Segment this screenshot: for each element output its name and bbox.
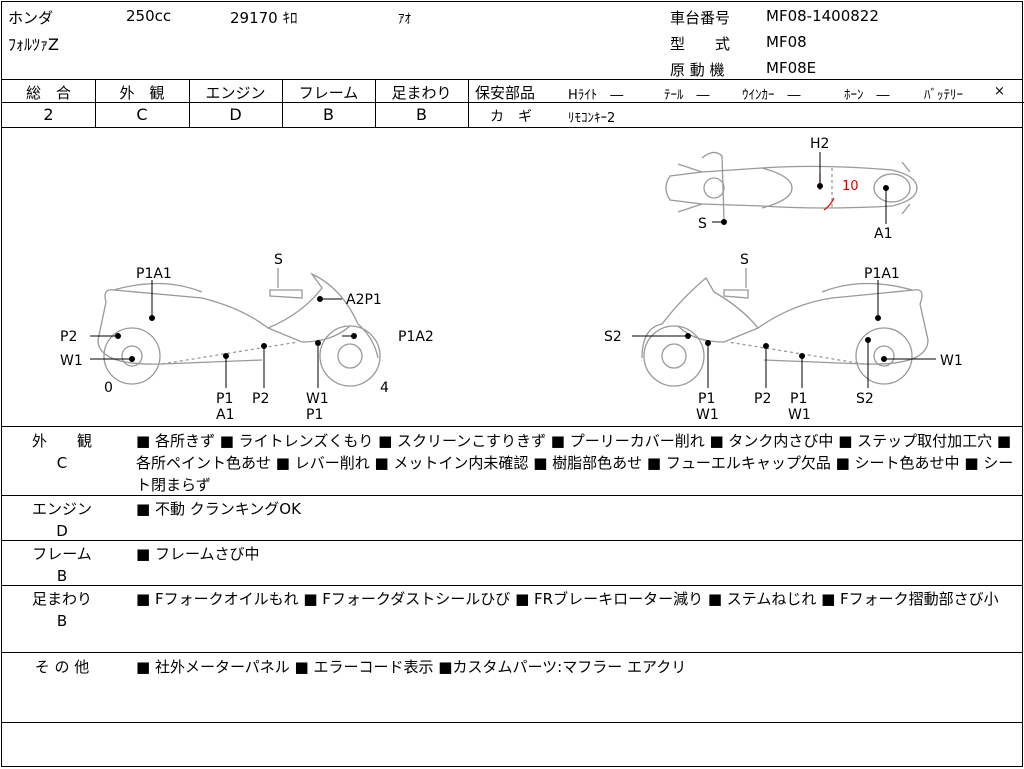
suspension-grade-label: 足まわり	[391, 84, 452, 102]
label-w1-left-bottom: W1	[306, 391, 329, 407]
frame-grade-label: フレーム	[298, 84, 359, 102]
overall-grade-label: 総 合	[25, 84, 71, 102]
suspension-grade-value: B	[416, 105, 427, 124]
safety-headlight: Hﾗｲﾄ ―	[568, 88, 624, 103]
top-view-scooter	[665, 151, 918, 221]
frame-grade-value: B	[323, 105, 334, 124]
label-a1-left-bottom: A1	[216, 407, 234, 423]
label-w1-right-a: W1	[696, 407, 719, 423]
label-s-top: S	[698, 216, 707, 232]
label-p1-left-bottom: P1	[216, 391, 233, 407]
remark-engine-label: エンジン	[31, 500, 92, 518]
label-a2p1-left: A2P1	[346, 292, 382, 308]
label-p2-left-bottom: P2	[252, 391, 269, 407]
remark-frame-label: フレーム	[32, 545, 92, 563]
engine-model-label: 原 動 機	[670, 61, 725, 79]
damage-mark-number: 10	[842, 179, 859, 194]
label-s2-right: S2	[604, 329, 622, 345]
divider	[2, 79, 1022, 80]
label-zero: 0	[104, 380, 113, 396]
type-value: MF08	[766, 33, 807, 51]
type-label: 型 式	[670, 35, 731, 53]
right-side-scooter	[641, 268, 929, 387]
safety-parts-label: 保安部品	[475, 84, 536, 102]
label-p2-left: P2	[60, 329, 77, 345]
safety-battery: ﾊﾞｯﾃﾘｰ	[924, 88, 963, 103]
label-w1-right: W1	[940, 353, 963, 369]
left-side-scooter	[97, 268, 381, 387]
label-w1-left: W1	[60, 353, 83, 369]
key-label: カ ギ	[490, 109, 532, 125]
label-h2: H2	[810, 136, 829, 152]
displacement: 250cc	[126, 7, 172, 25]
remark-other-label: そ の 他	[34, 658, 90, 676]
label-p1-right-a: P1	[698, 391, 715, 407]
remark-suspension-grade: B	[56, 612, 68, 630]
remark-engine-grade: D	[56, 522, 68, 540]
frame-no-value: MF08-1400822	[766, 7, 879, 25]
safety-horn: ﾎｰﾝ ―	[844, 88, 890, 103]
remark-frame-text: ■ フレームさび中	[136, 545, 260, 563]
label-w1-right-b: W1	[788, 407, 811, 423]
remark-other-text: ■ 社外メーターパネル ■ エラーコード表示 ■カスタムパーツ:マフラー エアク…	[136, 658, 687, 676]
remark-suspension-label: 足まわり	[31, 590, 92, 608]
remark-frame-grade: B	[56, 567, 68, 585]
label-p1a1-left: P1A1	[136, 266, 172, 282]
damage-diagram: 10 H2 S A1 S P1A1 A2	[60, 136, 963, 423]
engine-grade-value: D	[229, 105, 242, 124]
remark-engine-text: ■ 不動 クランキングOK	[136, 500, 301, 518]
label-p1a2-left: P1A2	[398, 329, 434, 345]
label-four: 4	[380, 380, 389, 396]
label-a1-top: A1	[874, 226, 892, 242]
key-value: ﾘﾓｺﾝｷｰ2	[568, 111, 616, 126]
safety-winker: ｳｲﾝｶｰ ―	[742, 88, 801, 103]
exterior-grade-label: 外 観	[119, 84, 165, 102]
battery-mark: ×	[994, 84, 1005, 99]
mileage: 29170 ｷﾛ	[230, 9, 298, 27]
label-s-left: S	[274, 252, 283, 268]
exterior-grade-value: C	[136, 105, 148, 124]
frame-no-label: 車台番号	[670, 9, 731, 27]
engine-model-value: MF08E	[766, 59, 817, 77]
remark-exterior-text: ■ 各所きず ■ ライトレンズくもり ■ スクリーンこすりきず ■ プーリーカバ…	[136, 432, 1014, 494]
label-p1-left-bottom-b: P1	[306, 407, 323, 423]
label-s-right: S	[740, 252, 749, 268]
label-p1a1-right: P1A1	[864, 266, 900, 282]
remark-exterior-grade: C	[56, 454, 68, 472]
maker: ホンダ	[8, 9, 54, 27]
overall-grade-value: 2	[43, 105, 54, 124]
remark-exterior-label: 外 観	[31, 432, 92, 450]
safety-taillight: ﾃｰﾙ ―	[664, 88, 710, 103]
remark-suspension-text: ■ Fフォークオイルもれ ■ Fフォークダストシールひび ■ FRブレーキロータ…	[136, 590, 999, 608]
label-s2-right-bottom: S2	[856, 391, 874, 407]
model-name: ﾌｫﾙﾂｧZ	[8, 35, 59, 54]
label-p2-right-bottom: P2	[754, 391, 771, 407]
engine-grade-label: エンジン	[205, 84, 266, 102]
label-p1-right-b: P1	[790, 391, 807, 407]
body-color: ｱｵ	[398, 12, 411, 27]
